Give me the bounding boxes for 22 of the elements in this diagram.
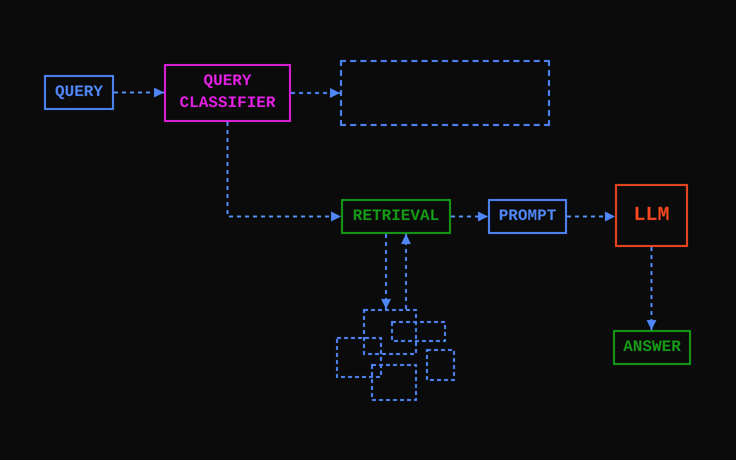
process-box: [164, 64, 291, 122]
arrow: [226, 122, 341, 222]
arrow: [114, 88, 164, 98]
box-label: QUERY CLASSIFIER: [178, 71, 276, 114]
document-cluster-drawing: [336, 309, 456, 401]
process-box: [613, 330, 691, 365]
arrow: [567, 212, 615, 222]
process-box: [488, 199, 567, 234]
arrow: [401, 234, 411, 309]
arrow: [291, 88, 340, 98]
process-box: [615, 184, 688, 247]
process-box: [44, 75, 114, 110]
arrow: [381, 234, 391, 309]
box-label: LLM: [633, 203, 670, 229]
arrow: [646, 247, 656, 330]
box-label: QUERY: [54, 82, 103, 103]
placeholder-box: [340, 60, 550, 126]
box-label: RETRIEVAL: [352, 206, 440, 227]
box-label: ANSWER: [623, 336, 681, 358]
box-label: PROMPT: [498, 206, 556, 227]
arrow: [451, 212, 488, 222]
process-box: [341, 199, 451, 234]
